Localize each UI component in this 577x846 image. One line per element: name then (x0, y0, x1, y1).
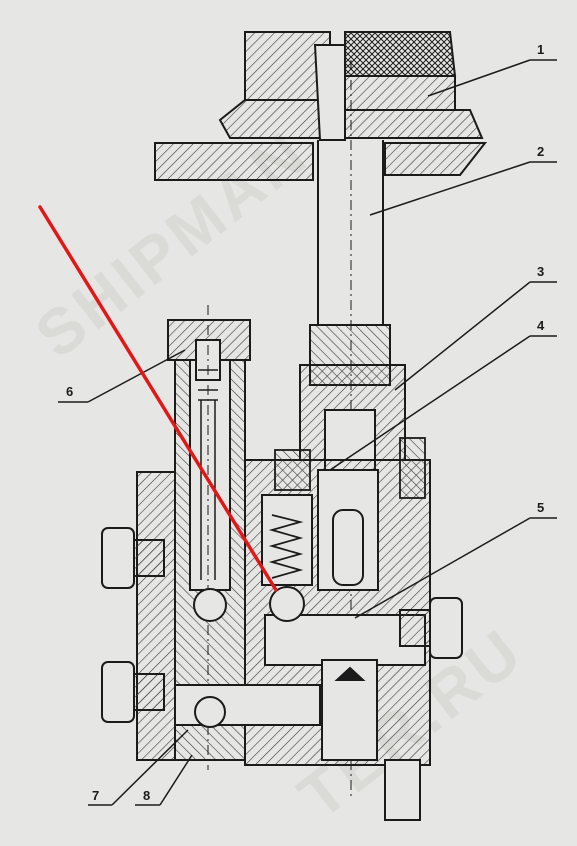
callout-labels: 1 2 3 4 5 6 7 8 (66, 42, 545, 803)
callout-6: 6 (66, 384, 73, 399)
annotation-arrow (38, 205, 278, 592)
handwheel (218, 31, 484, 141)
check-ball (269, 586, 305, 622)
bushing (299, 324, 406, 471)
callout-1: 1 (537, 42, 544, 57)
callout-3: 3 (537, 264, 544, 279)
mounting-plate (154, 142, 488, 181)
callout-4: 4 (537, 318, 545, 333)
side-fittings (101, 527, 463, 723)
callout-7: 7 (92, 788, 99, 803)
leader-lines (58, 59, 557, 806)
lower-ball (193, 588, 227, 728)
callout-5: 5 (537, 500, 544, 515)
spring (268, 514, 304, 579)
callout-2: 2 (537, 144, 544, 159)
callout-8: 8 (143, 788, 150, 803)
cap-screws (274, 437, 426, 499)
